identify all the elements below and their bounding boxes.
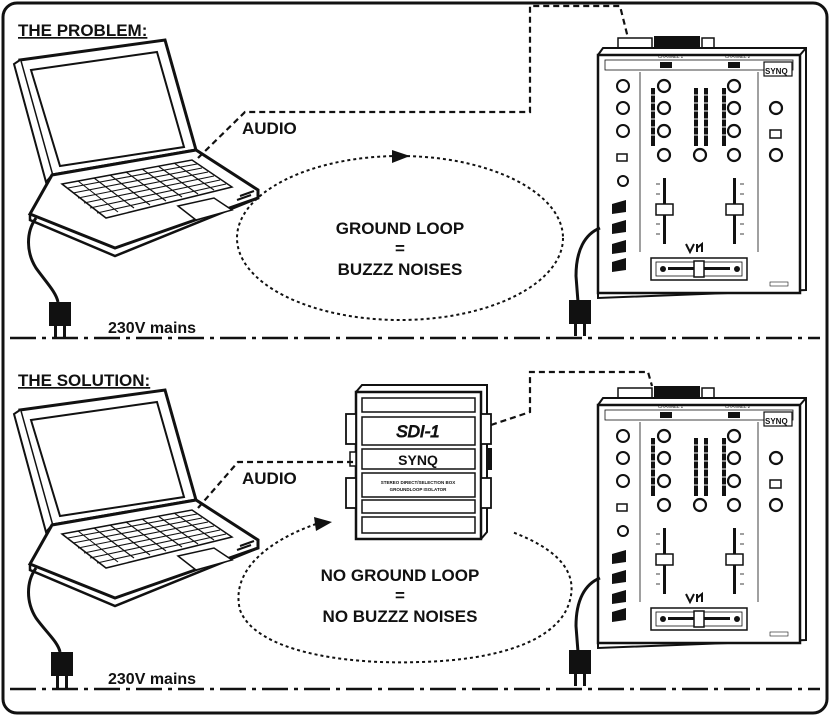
solution-audio-label: AUDIO (242, 469, 297, 488)
problem-heading: THE PROBLEM: (18, 21, 147, 40)
problem-audio-cable (197, 4, 630, 159)
problem-laptop (12, 38, 260, 258)
sdi1-model: SDI-1 (396, 422, 439, 441)
mixer-channel2: CHANNEL 2 (725, 54, 751, 59)
problem-mains-label: 230V mains (108, 320, 196, 337)
sdi1-isolator: SDI-1 SYNQ STEREO DIRECT/SELECTION BOX G… (345, 384, 492, 541)
mixer-brand: SYNQ (765, 67, 788, 76)
solution-loop-arc (237, 523, 573, 664)
sdi1-brand: SYNQ (398, 452, 438, 468)
solution-loop-line2: = (395, 586, 405, 605)
mixer2-brand: SYNQ (765, 417, 788, 426)
solution-mixer-power-cable (574, 576, 601, 653)
problem-loop-arrow (392, 150, 410, 163)
problem-laptop-power-cable (27, 217, 60, 303)
problem-loop-line2: = (395, 239, 405, 258)
solution-loop-line1: NO GROUND LOOP (321, 566, 480, 585)
solution-laptop-plug (51, 652, 73, 688)
problem-loop-line3: BUZZZ NOISES (338, 260, 463, 279)
mixer-channel1: CHANNEL 1 (658, 54, 684, 59)
solution-heading: THE SOLUTION: (18, 371, 150, 390)
sdi1-desc1: STEREO DIRECT/SELECTION BOX (381, 480, 456, 485)
solution-panel: THE SOLUTION: SYNQ CHANNEL 1 CHANNEL 2 (10, 370, 820, 691)
problem-loop-line1: GROUND LOOP (336, 219, 464, 238)
solution-mixer-plug (569, 650, 591, 686)
problem-mixer-power-cable (574, 226, 601, 303)
problem-laptop-plug (49, 302, 71, 338)
solution-mains-label: 230V mains (108, 671, 196, 688)
problem-mixer-plug (569, 300, 591, 336)
mixer2-channel2: CHANNEL 2 (725, 404, 751, 409)
solution-laptop-power-cable (27, 567, 62, 653)
problem-panel: THE PROBLEM: SYNQ CHANNEL 1 CHANNEL 2 AU… (10, 4, 820, 340)
solution-loop-arrow (314, 517, 332, 531)
sdi1-desc2: GROUNDLOOP ISOLATOR (390, 487, 448, 492)
solution-audio-cable-out (490, 370, 654, 427)
solution-loop-line3: NO BUZZZ NOISES (323, 607, 478, 626)
problem-audio-label: AUDIO (242, 119, 297, 138)
mixer2-channel1: CHANNEL 1 (658, 404, 684, 409)
solution-audio-cable-in (197, 460, 356, 509)
solution-laptop (12, 388, 260, 608)
problem-loop-ellipse (236, 155, 564, 321)
